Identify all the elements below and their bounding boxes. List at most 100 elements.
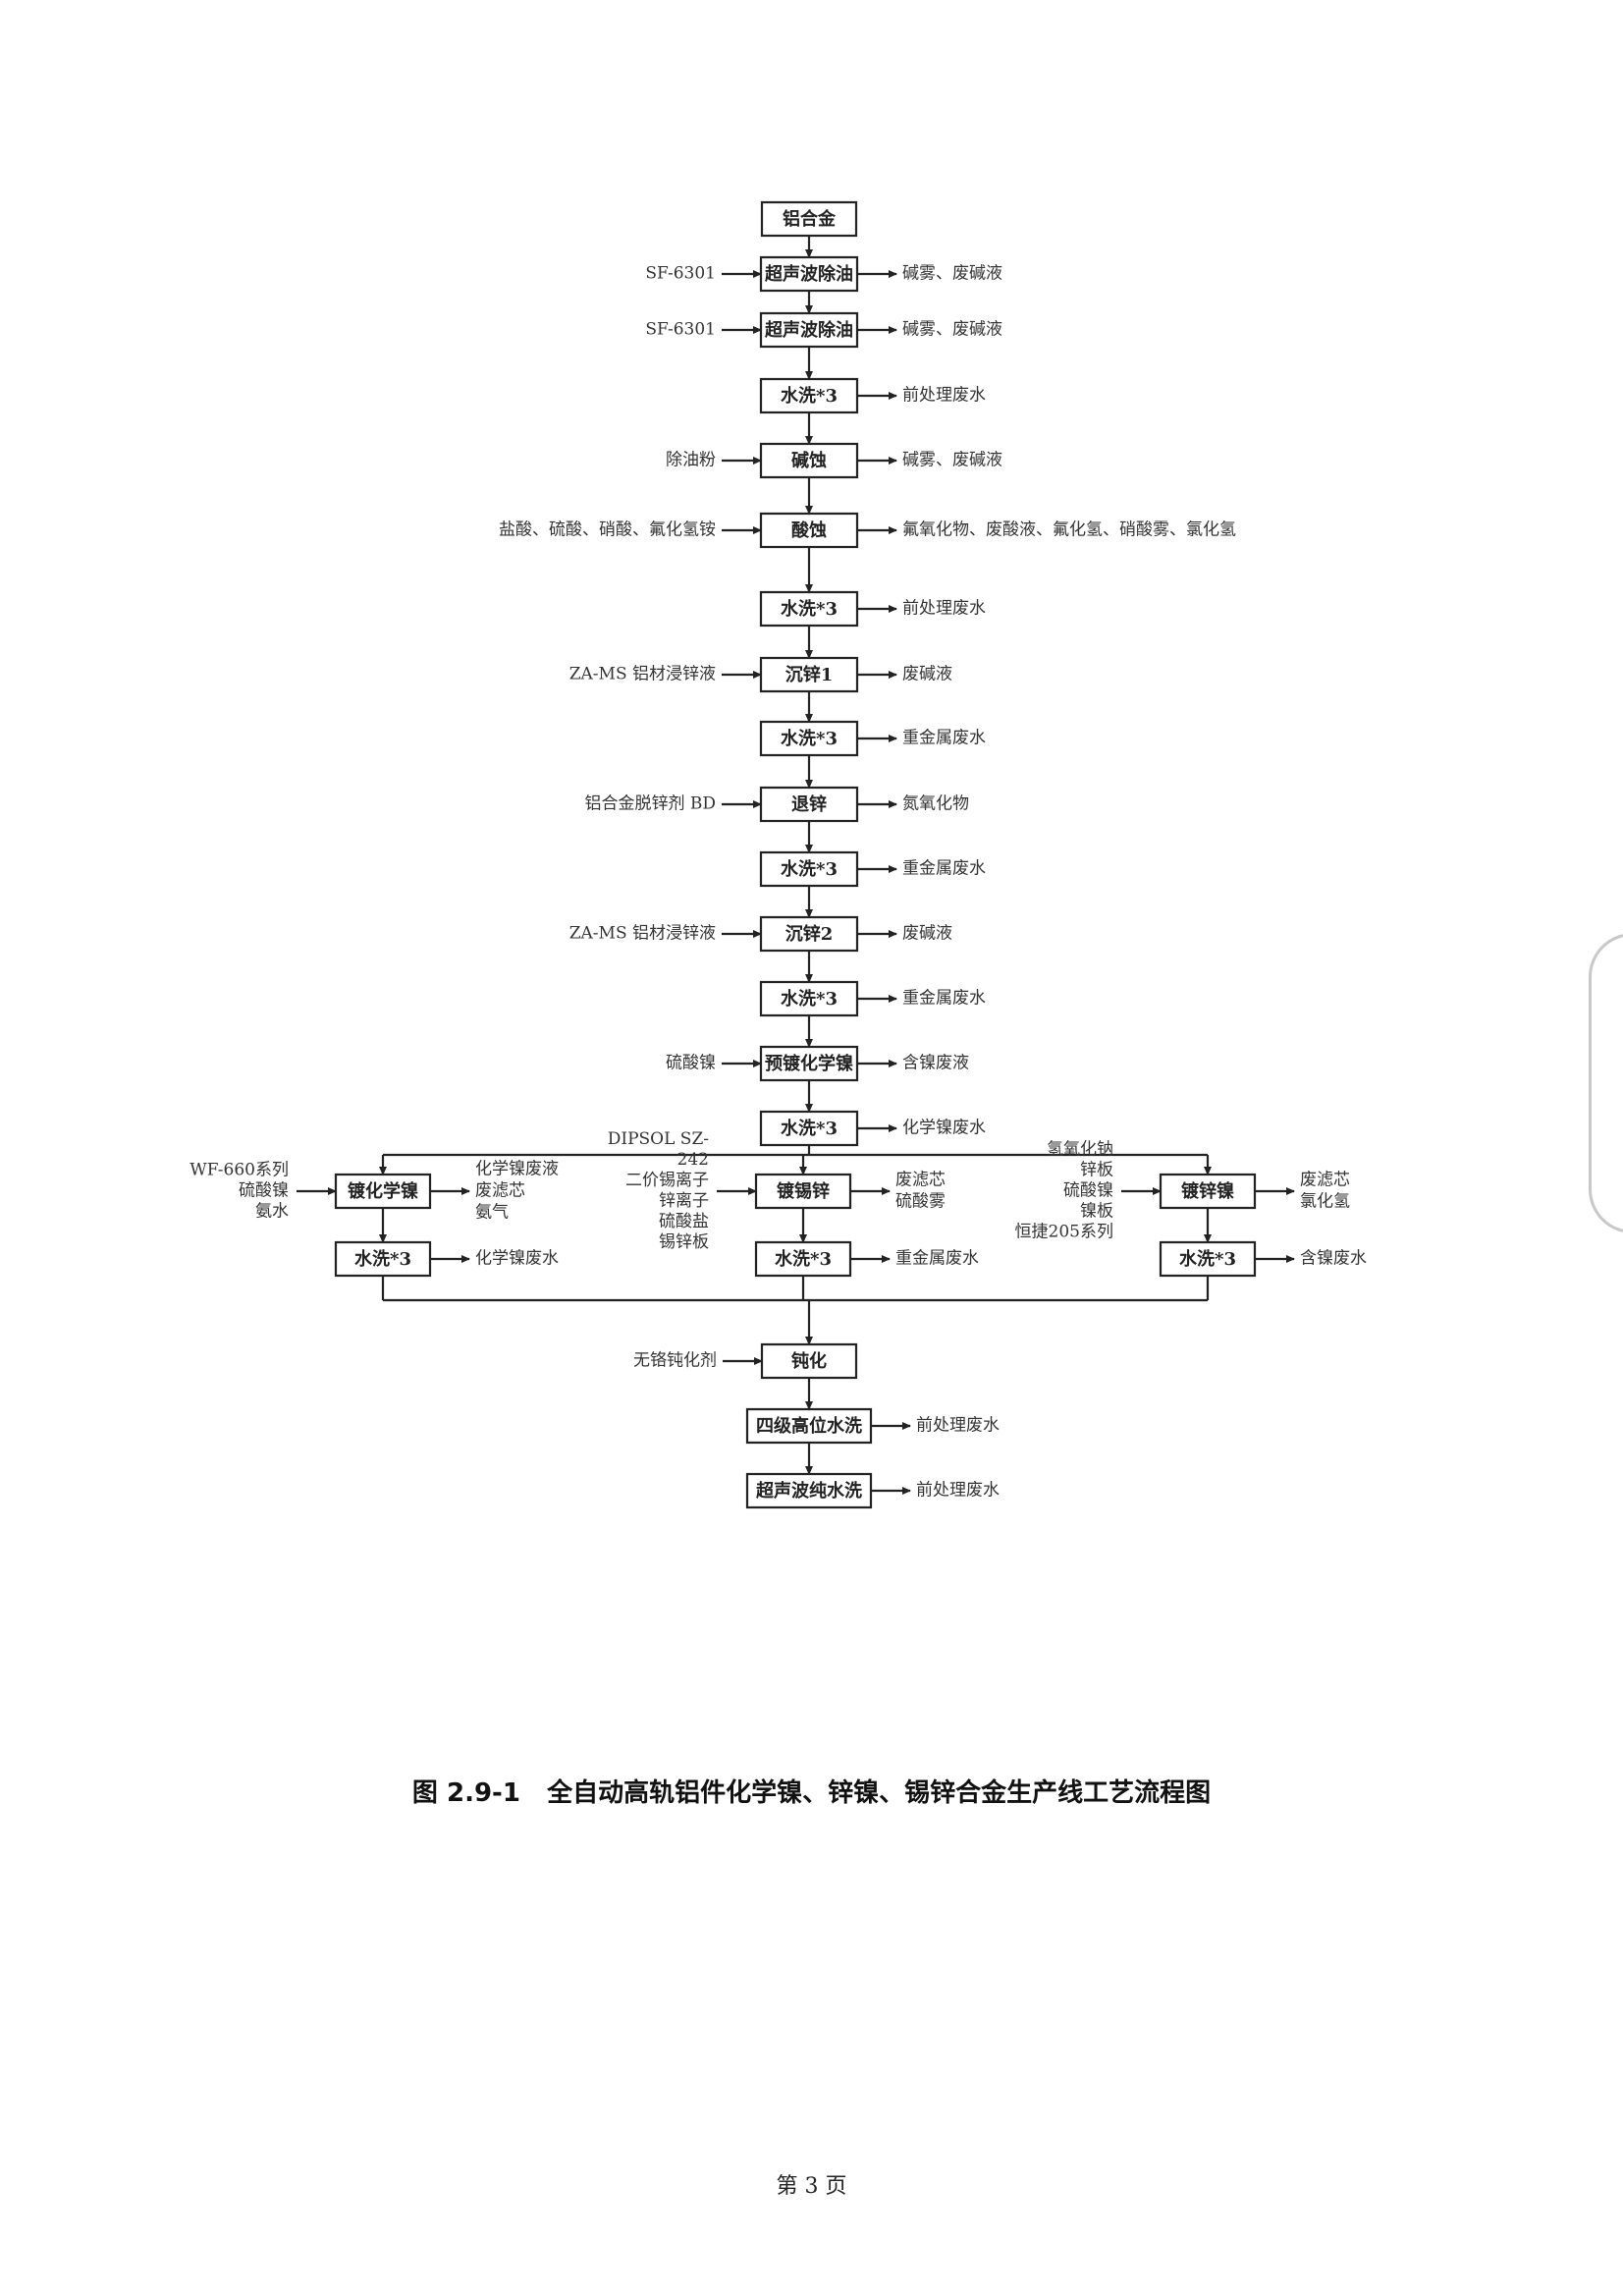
branch-2-rinse-output: 含镍废水: [1300, 1249, 1367, 1269]
branch-1-rinse-output: 重金属废水: [895, 1249, 979, 1269]
step-5-input: 盐酸、硫酸、硝酸、氟化氢铵: [499, 520, 716, 540]
step-11-output: 废碱液: [902, 924, 952, 944]
final-2-label: 超声波纯水洗: [756, 1480, 862, 1502]
step-1-label: 超声波除油: [765, 263, 853, 285]
branch-1-input: 242: [677, 1150, 709, 1170]
branch-2-box: [1159, 1173, 1257, 1210]
step-13-box: [759, 1045, 859, 1082]
step-0-box: [760, 200, 858, 238]
step-1-input: SF-6301: [645, 264, 716, 284]
branch-2-input: 锌板: [1080, 1161, 1113, 1180]
step-9-output: 氮氧化物: [902, 794, 969, 814]
branch-0-box: [334, 1173, 432, 1210]
figure-caption: 图 2.9-1 全自动高轨铝件化学镍、锌镍、锡锌合金生产线工艺流程图: [411, 1778, 1212, 1808]
final-0-box: [760, 1342, 858, 1380]
step-9-input: 铝合金脱锌剂 BD: [584, 794, 716, 814]
branch-2-output: 氯化氢: [1300, 1192, 1350, 1212]
step-5-label: 酸蚀: [791, 519, 827, 541]
step-4-output: 碱雾、废碱液: [902, 451, 1002, 470]
step-4-label: 碱蚀: [791, 450, 827, 471]
branch-0-label: 镀化学镍: [348, 1180, 418, 1202]
final-1-box: [745, 1407, 873, 1445]
branch-0-rinse-box: [334, 1240, 432, 1278]
step-4-input: 除油粉: [666, 451, 716, 470]
step-5-output: 氟氧化物、废酸液、氟化氢、硝酸雾、氯化氢: [902, 520, 1236, 540]
branch-1-box: [754, 1173, 852, 1210]
branch-0-rinse-label: 水洗*3: [354, 1248, 411, 1270]
step-8-label: 水洗*3: [781, 728, 838, 749]
branch-2-label: 镀锌镍: [1181, 1180, 1234, 1202]
branch-0-input: WF-660系列: [189, 1161, 289, 1180]
step-2-output: 碱雾、废碱液: [902, 320, 1002, 340]
branch-1-input: 锌离子: [659, 1191, 709, 1211]
step-3-output: 前处理废水: [902, 386, 986, 406]
branch-2-rinse-box: [1159, 1240, 1257, 1278]
step-7-box: [759, 656, 859, 693]
step-13-input: 硫酸镍: [666, 1054, 716, 1073]
branch-0-input: 硫酸镍: [239, 1181, 289, 1201]
step-11-label: 沉锌2: [785, 923, 834, 945]
step-10-box: [759, 850, 859, 888]
branch-0-output: 废滤芯: [475, 1181, 525, 1201]
final-2-output: 前处理废水: [916, 1481, 1000, 1501]
branch-1-rinse-box: [754, 1240, 852, 1278]
step-6-output: 前处理废水: [902, 599, 986, 619]
branch-0-output: 化学镍废液: [475, 1160, 559, 1179]
branch-2-rinse-label: 水洗*3: [1179, 1248, 1236, 1270]
branch-2-input: 硫酸镍: [1063, 1181, 1113, 1201]
step-14-box: [759, 1110, 859, 1147]
step-7-input: ZA-MS 铝材浸锌液: [569, 665, 716, 684]
step-11-box: [759, 915, 859, 953]
branch-1-input: 二价锡离子: [625, 1171, 709, 1190]
branch-1-input: 锡锌板: [659, 1232, 709, 1252]
branch-2-input: 氢氧化钠: [1047, 1140, 1113, 1160]
step-13-output: 含镍废液: [902, 1054, 969, 1073]
final-0-input: 无铬钝化剂: [633, 1351, 717, 1371]
branch-2-output: 废滤芯: [1300, 1171, 1350, 1190]
step-7-label: 沉锌1: [785, 664, 834, 685]
step-3-box: [759, 377, 859, 414]
step-1-output: 碱雾、废碱液: [902, 264, 1002, 284]
step-8-output: 重金属废水: [902, 729, 986, 748]
branch-1-output: 废滤芯: [895, 1171, 946, 1190]
branch-1-input: DIPSOL SZ-: [608, 1129, 709, 1149]
step-12-output: 重金属废水: [902, 989, 986, 1009]
step-4-box: [759, 442, 859, 479]
step-0-label: 铝合金: [783, 208, 837, 230]
step-10-label: 水洗*3: [781, 858, 838, 880]
step-12-label: 水洗*3: [781, 988, 838, 1010]
step-2-box: [759, 311, 859, 349]
branch-0-rinse-output: 化学镍废水: [475, 1249, 559, 1269]
branch-0-input: 氨水: [255, 1202, 289, 1222]
branch-1-rinse-label: 水洗*3: [775, 1248, 832, 1270]
branch-2-input: 镍板: [1080, 1202, 1113, 1222]
step-6-box: [759, 590, 859, 628]
step-11-input: ZA-MS 铝材浸锌液: [569, 924, 716, 944]
final-0-label: 钝化: [791, 1350, 827, 1372]
final-2-box: [745, 1472, 873, 1509]
final-1-label: 四级高位水洗: [756, 1415, 862, 1437]
step-2-label: 超声波除油: [765, 319, 853, 341]
page-number: 第 3 页: [776, 2174, 847, 2199]
branch-2-input: 恒捷205系列: [1015, 1223, 1113, 1242]
branch-1-input: 硫酸盐: [659, 1212, 709, 1231]
step-6-label: 水洗*3: [781, 598, 838, 620]
step-14-label: 水洗*3: [781, 1118, 838, 1139]
step-2-input: SF-6301: [645, 320, 716, 340]
step-5-box: [759, 512, 859, 549]
step-10-output: 重金属废水: [902, 859, 986, 879]
step-12-box: [759, 980, 859, 1017]
step-14-output: 化学镍废水: [902, 1119, 986, 1138]
step-7-output: 废碱液: [902, 665, 952, 684]
step-1-box: [759, 255, 859, 293]
branch-0-output: 氨气: [475, 1203, 509, 1223]
step-8-box: [759, 720, 859, 757]
step-9-label: 退锌: [791, 793, 827, 815]
branch-1-label: 镀锡锌: [777, 1180, 830, 1202]
step-9-box: [759, 786, 859, 823]
final-1-output: 前处理废水: [916, 1416, 1000, 1436]
step-3-label: 水洗*3: [781, 385, 838, 407]
partial-seal-stamp: [1589, 933, 1623, 1233]
branch-1-output: 硫酸雾: [895, 1192, 946, 1212]
